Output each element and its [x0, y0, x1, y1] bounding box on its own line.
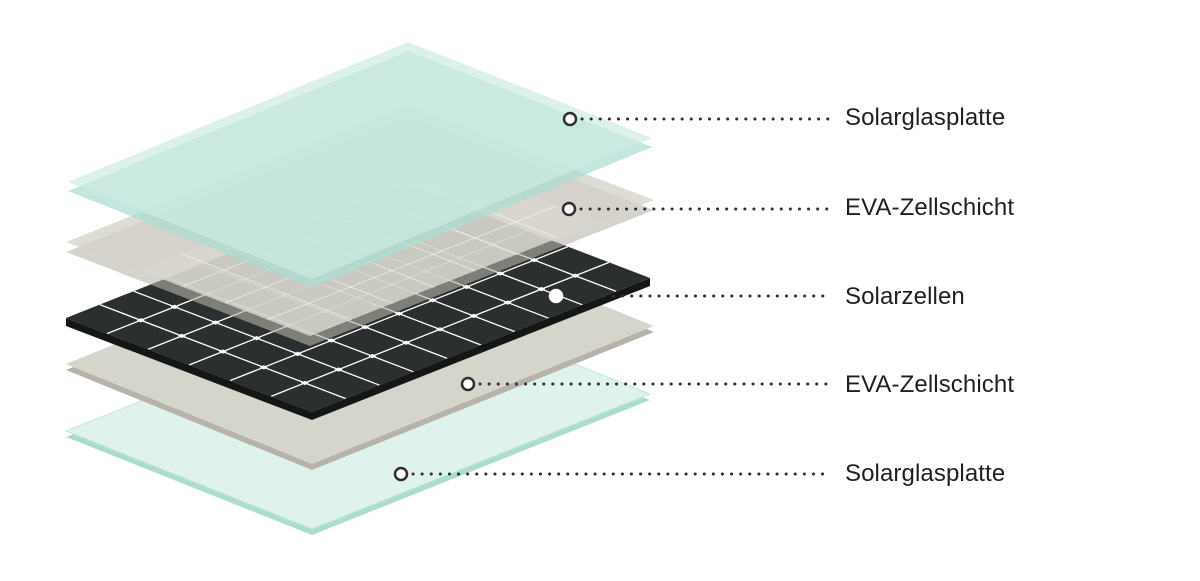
label-eva-top: EVA-Zellschicht: [845, 194, 1015, 221]
cell-node: [530, 257, 539, 263]
cell-node: [436, 327, 444, 332]
cell-node: [503, 300, 512, 305]
cell-node: [136, 318, 145, 323]
callout-marker-5: [393, 466, 409, 482]
cell-node: [402, 340, 411, 345]
cell-node: [496, 271, 505, 276]
cell-node: [334, 367, 343, 372]
cell-node: [177, 333, 186, 339]
cell-node: [218, 349, 227, 354]
cell-node: [537, 286, 546, 292]
callout-marker-4: [460, 376, 476, 392]
cell-node: [327, 338, 336, 343]
glass-plate-top: [68, 42, 652, 288]
cell-node: [259, 365, 268, 370]
label-solar-glass-top: Solarglasplatte: [845, 104, 1006, 131]
label-solar-glass-bottom: Solarglasplatte: [845, 460, 1006, 487]
eva-grid-line: [267, 205, 558, 320]
cell-node: [395, 311, 403, 316]
cell-node: [571, 273, 580, 278]
cell-node: [252, 336, 261, 341]
cell-node: [300, 380, 309, 386]
cell-node: [293, 351, 302, 357]
callout-marker-1: [562, 111, 578, 127]
callout-marker-3: [548, 288, 564, 304]
cell-node: [368, 353, 377, 359]
label-solar-cells: Solarzellen: [845, 283, 965, 310]
cell-node: [211, 320, 220, 325]
cell-node: [469, 313, 478, 319]
callout-marker-2: [561, 201, 577, 217]
cell-node: [428, 298, 437, 303]
eva-grid-line: [181, 253, 352, 321]
cell-node: [361, 324, 370, 330]
callout-lines: [393, 111, 832, 482]
cell-node: [462, 284, 471, 290]
cell-node: [170, 304, 179, 310]
label-eva-bottom: EVA-Zellschicht: [845, 371, 1015, 398]
